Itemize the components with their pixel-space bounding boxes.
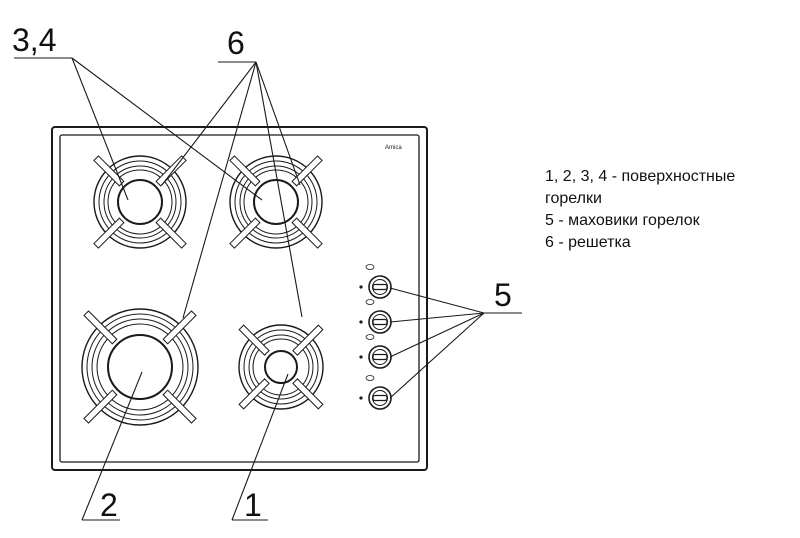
knob-grip <box>372 283 388 291</box>
callout-burners-3-4: 3,4 <box>12 22 56 58</box>
knob-flame-symbol <box>365 334 375 340</box>
burner-ring <box>103 165 177 239</box>
burner-ring <box>96 323 184 411</box>
grate-arm <box>93 155 125 187</box>
legend: 1, 2, 3, 4 - поверхностные горелки 5 - м… <box>545 166 735 254</box>
knob-column <box>359 264 392 410</box>
burner-top-right <box>229 155 323 249</box>
burner-ring <box>243 329 319 405</box>
hob-panel <box>51 126 428 471</box>
burner-ring <box>234 160 318 244</box>
burner-bottom-right <box>238 324 324 410</box>
legend-line-knobs: 5 - маховики горелок <box>545 212 700 229</box>
grate-arm <box>83 389 118 424</box>
knob-flame-symbol <box>365 264 375 270</box>
grate-arm <box>238 324 270 356</box>
knob-flame-symbol <box>365 375 375 381</box>
legend-line-burners-cont: горелки <box>545 190 602 207</box>
knob-grip <box>372 318 388 326</box>
burner-ring <box>239 165 313 239</box>
callout-burner-1: 1 <box>244 487 262 523</box>
knob-grip <box>372 394 388 402</box>
grate-arm <box>229 155 261 187</box>
grate-arm <box>83 310 118 345</box>
burner-cap <box>264 350 298 384</box>
grate-arm <box>291 217 323 249</box>
burner-ring <box>248 334 314 400</box>
grate-arm <box>238 378 270 410</box>
brand-logo-text: Amica <box>385 145 402 151</box>
grate-arm <box>291 155 323 187</box>
burner-cap <box>253 179 299 225</box>
callout-burner-2: 2 <box>100 487 118 523</box>
grate-arm <box>155 217 187 249</box>
knob-indicator-dot <box>359 320 363 324</box>
knob-flame-symbol <box>365 299 375 305</box>
burner-cap <box>107 334 173 400</box>
knob-grip <box>372 353 388 361</box>
callout-grate-6: 6 <box>227 25 245 61</box>
leader-lines <box>14 57 522 521</box>
grate-arm <box>292 324 324 356</box>
knob-indicator-dot <box>359 355 363 359</box>
burner-ring <box>252 338 310 396</box>
legend-line-grate: 6 - решетка <box>545 234 631 251</box>
grate-arm <box>93 217 125 249</box>
legend-line-burners: 1, 2, 3, 4 - поверхностные <box>545 168 736 185</box>
grate-arm <box>162 310 197 345</box>
burner-ring <box>86 313 194 421</box>
grate-arm <box>292 378 324 410</box>
knob-indicator-dot <box>359 285 363 289</box>
knob-indicator-dot <box>359 396 363 400</box>
grate-arm <box>229 217 261 249</box>
burner-ring <box>98 160 182 244</box>
burner-ring <box>91 318 189 416</box>
burner-ring <box>229 155 323 249</box>
grate-arm <box>162 389 197 424</box>
burner-ring <box>107 169 173 235</box>
burner-bottom-left <box>81 308 199 426</box>
burner-ring <box>81 308 199 426</box>
burner-ring <box>238 324 324 410</box>
burner-top-left <box>93 155 187 249</box>
callout-knobs-5: 5 <box>494 277 512 313</box>
burner-cap <box>117 179 163 225</box>
burner-ring <box>93 155 187 249</box>
